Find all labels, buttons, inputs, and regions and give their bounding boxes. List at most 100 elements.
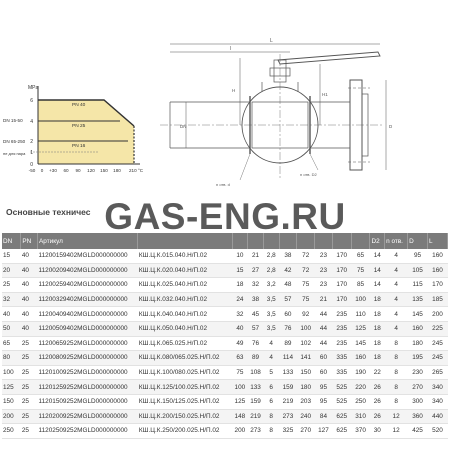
table-cell: 23 [314,277,333,293]
table-cell: 4 [384,277,408,293]
section-title: Основные техничес [6,207,91,217]
table-cell: 245 [427,336,448,352]
table-cell: 250 [351,394,370,410]
table-cell: 14 [369,277,385,293]
table-cell: 40 [20,249,38,264]
table-cell: 11200659252MGLD000000000 [37,336,138,352]
table-cell: КШ.Ц.К.040.040.Н/П.02 [137,306,233,322]
table-cell: 14 [369,263,385,279]
leader-2 [309,153,319,171]
table-cell: 75 [296,277,315,293]
table-cell: 245 [427,350,448,366]
table-cell: 125 [351,321,370,337]
table-cell: 159 [247,394,264,410]
table-cell: 8 [384,394,408,410]
table-cell: 11202009252MGLD000000000 [37,409,138,425]
table-cell: 11200209402MGLD000000000 [37,263,138,279]
table-cell: 195 [407,350,428,366]
table-cell: 170 [332,263,352,279]
table-cell: 160 [407,321,428,337]
table-cell: 145 [351,336,370,352]
table-cell: 11200329402MGLD000000000 [37,292,138,308]
x-tick: -50 [29,168,36,173]
dim-l1-text: l [230,46,231,52]
dn-label-large: DN 65-250 [3,139,26,144]
valve-drawing: L l DN D H H1 n отв. d n отв. D2 [160,38,393,187]
table-cell: 325 [279,423,297,439]
col-header: n отв. [384,233,409,249]
table-cell: 525 [332,379,352,395]
table-cell: 11200509402MGLD000000000 [37,321,138,337]
table-cell: 159 [279,379,297,395]
table-cell: 72 [296,249,315,264]
table-cell: 18 [369,292,385,308]
dn-label-small: DN 15-50 [3,118,23,123]
col-header [247,233,264,249]
table-cell: 185 [427,292,448,308]
table-cell: 26 [369,379,385,395]
table-cell: КШ.Ц.К.020.040.Н/П.02 [137,263,233,279]
dim-l-text: L [270,38,273,44]
dim-h1-text: H1 [322,92,328,97]
x-tick: +30 [49,168,57,173]
col-header [263,233,280,249]
watermark-logo: GAS-ENG.RU [104,196,346,237]
table-cell: 11201259252MGLD000000000 [37,379,138,395]
table-cell: 425 [407,423,428,439]
table-cell: 520 [427,423,448,439]
table-cell: 11200809252MGLD000000000 [37,350,138,366]
table-cell: 11200409402MGLD000000000 [37,306,138,322]
x-tick: 180 [113,168,121,173]
table-cell: 11200259402MGLD000000000 [37,277,138,293]
table-cell: 4 [263,350,280,366]
table-cell: 102 [296,336,315,352]
table-cell: 200 [427,306,448,322]
col-header: L [427,233,449,249]
table-cell: 3,5 [263,306,280,322]
table-cell: 32 [2,292,21,308]
table-cell: 40 [20,277,38,293]
table-cell: 11202509252MGLD000000000 [37,423,138,439]
table-cell: 273 [247,423,264,439]
col-header [279,233,298,249]
table-cell: 84 [314,409,333,425]
table-cell: КШ.Ц.К.200/150.025.Н/П.02 [137,409,233,425]
table-cell: 160 [427,249,448,264]
table-header-row: DN PN Артикул D2 n отв. D L [2,233,449,249]
y-tick: 4 [30,119,33,125]
table-cell: 135 [407,292,428,308]
table-cell: 21 [314,292,333,308]
table-cell: 92 [296,306,315,322]
col-header [137,233,233,249]
table-cell: 40 [20,292,38,308]
table-cell: 42 [279,263,297,279]
table-cell: КШ.Ц.К.125/100.025.Н/П.02 [137,379,233,395]
table-cell: 76 [279,321,297,337]
table-cell: 265 [427,365,448,381]
table-cell: 26 [369,394,385,410]
table-cell: 72 [296,263,315,279]
table-cell: 300 [407,394,428,410]
table-cell: 225 [427,321,448,337]
table-cell: 2,8 [263,249,280,264]
handle-lever [277,51,381,65]
table-cell: 8 [263,423,280,439]
band-label-pn25: PN 25 [72,123,86,129]
table-cell: 65 [2,336,21,352]
table-cell: 18 [369,321,385,337]
table-cell: 3,5 [263,321,280,337]
y-tick: 1 [30,150,33,156]
table-cell: 235 [332,336,352,352]
table-cell: 340 [427,379,448,395]
table-cell: 360 [407,409,428,425]
table-cell: 335 [332,365,352,381]
table-cell: 180 [296,379,315,395]
table-cell: 75 [232,365,248,381]
table-cell: 18 [369,306,385,322]
dim-d-text: D [389,124,393,129]
table-cell: 89 [247,350,264,366]
